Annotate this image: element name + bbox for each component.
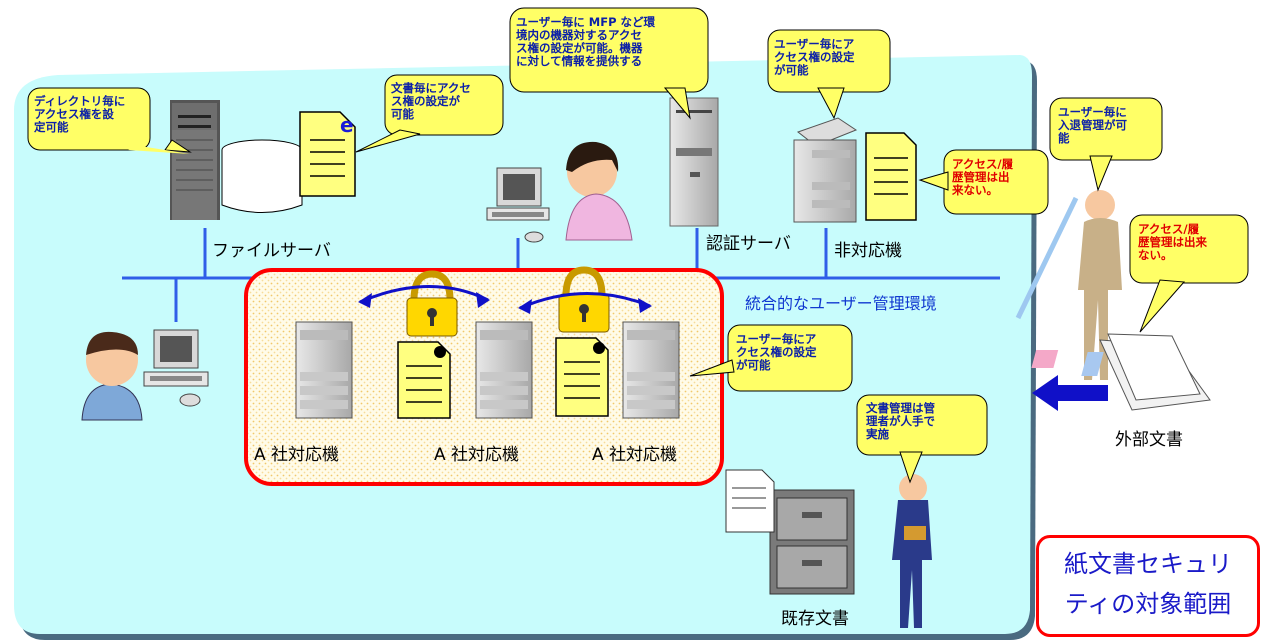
scope-box: 紙文書セキュリ ティの対象範囲 (1036, 535, 1260, 637)
callout-entry-text: ユーザー毎に入退管理が可能 (1058, 105, 1127, 145)
zone-document-1 (397, 341, 451, 419)
callout-mfp-text: ユーザー毎に MFP など環境内の機器対するアクセス権の設定が可能。機器に対して… (516, 15, 656, 68)
file-cabinet-icon (725, 469, 855, 595)
file-server-icon (170, 100, 303, 220)
callout-non-compatible-text: アクセス/履歴管理は出来ない。 (952, 157, 1014, 197)
callout-per-user-mfp-text: ユーザー毎にアクセス権の設定が可能 (736, 332, 817, 372)
user-left-icon (81, 331, 143, 421)
mfp-icon-2 (475, 321, 533, 419)
callout-non-compatible (918, 149, 1049, 215)
label-non-compatible: 非対応機 (834, 241, 902, 261)
callout-external (1129, 214, 1249, 333)
callout-directory-text: ディレクトリ毎にアクセス権を設定可能 (34, 94, 126, 134)
callout-per-user-mfp (689, 324, 853, 392)
callout-external-text: アクセス/履歴管理は出来ない。 (1138, 222, 1207, 262)
external-document-icon (1031, 333, 1211, 411)
label-a-compatible-3: A 社対応機 (592, 445, 678, 465)
scope-line-2: ティの対象範囲 (1064, 590, 1232, 618)
label-a-compatible-2: A 社対応機 (434, 445, 520, 465)
label-file-server: ファイルサーバ (212, 241, 331, 261)
label-a-compatible-1: A 社対応機 (254, 445, 340, 465)
callout-directory (27, 87, 192, 154)
mfp-icon-1 (295, 321, 353, 419)
non-compatible-printer-icon (793, 117, 858, 223)
label-auth-server: 認証サーバ (706, 234, 791, 254)
operator-woman-icon (565, 141, 633, 241)
arrow-heads (358, 292, 652, 314)
callout-per-user-printer (767, 29, 891, 120)
scope-line-1: 紙文書セキュリ (1064, 550, 1232, 578)
entry-gate-line (1015, 196, 1079, 320)
document-letter: e (340, 113, 354, 137)
lock-icon-2 (558, 266, 610, 333)
label-integrated-env: 統合的なユーザー管理環境 (745, 294, 937, 313)
label-existing-docs: 既存文書 (781, 609, 849, 629)
mfp-icon-3 (622, 321, 680, 419)
callout-entry (1049, 97, 1163, 192)
callout-per-user-printer-text: ユーザー毎にアクセス権の設定が可能 (774, 37, 855, 77)
visitor-man-icon (1078, 190, 1122, 380)
label-external-docs: 外部文書 (1115, 430, 1183, 450)
workstation-left-icon (143, 329, 209, 407)
callout-per-document-text: 文書毎にアクセス権の設定が可能 (391, 81, 471, 121)
access-arrows (359, 285, 651, 310)
callout-mfp (509, 7, 709, 120)
document-icon (299, 111, 356, 197)
non-compatible-document-icon (865, 132, 917, 221)
manager-man-icon (892, 474, 932, 628)
callout-manual-text: 文書管理は管理者が人手で実施 (866, 401, 935, 441)
zone-document-2 (555, 337, 609, 417)
workstation-icon (486, 167, 550, 243)
callout-manual (856, 394, 988, 484)
incoming-arrow (1032, 375, 1108, 411)
callout-per-document (355, 74, 504, 153)
auth-server-icon (669, 97, 719, 227)
